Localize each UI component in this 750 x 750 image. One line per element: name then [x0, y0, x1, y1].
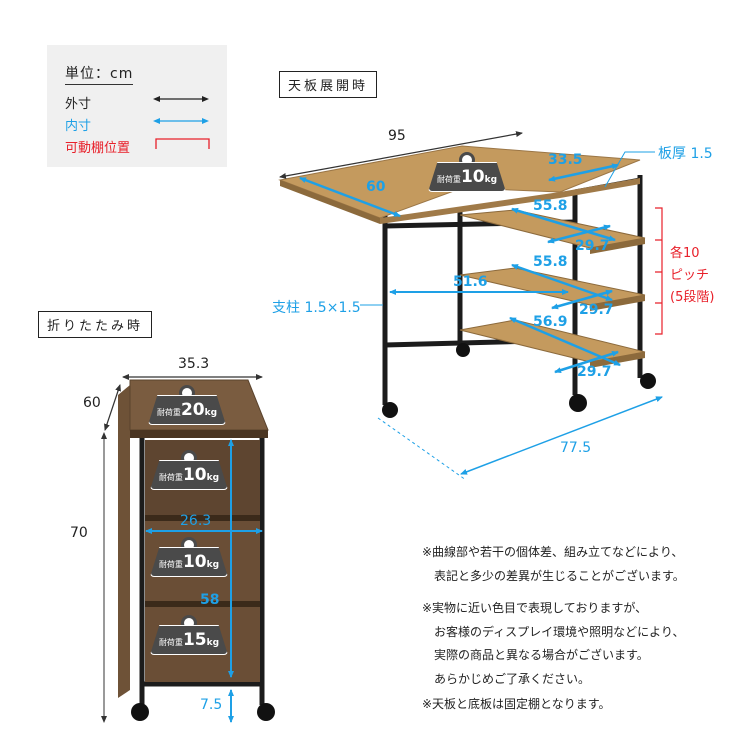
weight-badge-folded-top: 耐荷重20kg — [148, 385, 226, 425]
dim-folded-60: 60 — [83, 395, 101, 411]
dim-51-6: 51.6 — [453, 274, 488, 290]
dim-35-3: 35.3 — [178, 356, 210, 372]
legend-inner-label: 内寸 — [65, 119, 92, 134]
weight-badge-shelf-2: 耐荷重10kg — [150, 537, 228, 577]
note-3: ※天板と底板は固定棚となります。 — [422, 693, 611, 717]
badge-value: 10 — [182, 465, 207, 485]
pitch-label: 各10 ピッチ (5段階) — [670, 243, 714, 309]
pitch-bracket — [655, 207, 663, 335]
legend-symbols — [153, 96, 210, 149]
pitch-label-line: (5段階) — [670, 290, 715, 305]
outer-arrow-icon — [153, 96, 209, 102]
note-line: 実際の商品と異なる場合がございます。 — [422, 648, 649, 662]
dim-58: 58 — [200, 592, 220, 608]
badge-unit: kg — [204, 408, 218, 418]
dim-60-folded-line — [104, 384, 121, 431]
dim-shelf-1-depth: 29.7 — [575, 238, 610, 254]
badge-unit: kg — [206, 560, 220, 570]
weight-badge-shelf-1: 耐荷重10kg — [150, 450, 228, 490]
legend-outer-label: 外寸 — [65, 97, 92, 112]
note-line: ※実物に近い色目で表現しておりますが、 — [422, 601, 648, 615]
pitch-label-line: ピッチ — [670, 268, 710, 283]
dim-77-5: 77.5 — [560, 440, 592, 456]
note-line: 表記と多少の差異が生じることがございます。 — [422, 568, 685, 583]
note-line: ※曲線部や若干の個体差、組み立てなどにより、 — [422, 545, 684, 559]
post-size-label: 支柱 1.5×1.5 — [272, 300, 361, 316]
badge-value: 10 — [182, 552, 207, 572]
dim-60: 60 — [366, 179, 386, 195]
dim-70: 70 — [70, 525, 88, 541]
dim-shelf-2-width: 55.8 — [533, 254, 568, 270]
dim-shelf-1-width: 55.8 — [533, 198, 568, 214]
badge-unit: kg — [484, 175, 498, 185]
dim-77-5-line — [460, 396, 663, 475]
badge-value: 20 — [180, 400, 205, 420]
badge-unit: kg — [206, 638, 220, 648]
dim-95: 95 — [388, 128, 406, 144]
dim-shelf-2-depth: 29.7 — [579, 302, 614, 318]
note-1: ※曲線部や若干の個体差、組み立てなどにより、 表記と多少の差異が生じることがござ… — [422, 541, 685, 588]
legend-box: 単位：cm 外寸 内寸 可動棚位置 — [47, 45, 227, 167]
dim-95-line — [279, 131, 523, 179]
dim-60-line — [299, 176, 401, 218]
dim-26-3: 26.3 — [180, 513, 212, 529]
expanded-view-title: 天板展開時 — [279, 71, 378, 98]
legend-movable-label: 可動棚位置 — [65, 141, 131, 156]
dim-33-5-line — [548, 163, 619, 182]
badge-prefix: 耐荷重 — [156, 408, 181, 417]
dim-shelf-3-depth: 29.7 — [577, 364, 612, 380]
badge-prefix: 耐荷重 — [158, 560, 183, 569]
note-2: ※実物に近い色目で表現しておりますが、 お客様のディスプレイ環境や照明などにより… — [422, 597, 684, 691]
badge-prefix: 耐荷重 — [158, 473, 183, 482]
dim-shelf-3-width: 56.9 — [533, 314, 568, 330]
dim-7-5: 7.5 — [200, 697, 223, 713]
badge-value: 10 — [460, 167, 485, 187]
pitch-label-line: 各10 — [670, 246, 700, 261]
weight-badge-top: 耐荷重10kg — [428, 152, 506, 192]
dim-33-5: 33.5 — [548, 152, 583, 168]
movable-bracket-icon — [155, 138, 210, 149]
badge-prefix: 耐荷重 — [158, 638, 183, 647]
board-thickness-label: 板厚 1.5 — [658, 146, 713, 162]
leader-board-thickness — [604, 151, 655, 188]
legend-unit: 単位：cm — [65, 63, 134, 85]
badge-unit: kg — [206, 473, 220, 483]
badge-value: 15 — [182, 630, 207, 650]
note-line: あらかじめご了承ください。 — [422, 671, 591, 686]
folded-view-title: 折りたたみ時 — [38, 311, 153, 338]
inner-arrow-icon — [153, 118, 209, 124]
badge-prefix: 耐荷重 — [436, 175, 461, 184]
weight-badge-shelf-3: 耐荷重15kg — [150, 615, 228, 655]
note-line: ※天板と底板は固定棚となります。 — [422, 697, 611, 711]
note-line: お客様のディスプレイ環境や照明などにより、 — [422, 624, 685, 639]
